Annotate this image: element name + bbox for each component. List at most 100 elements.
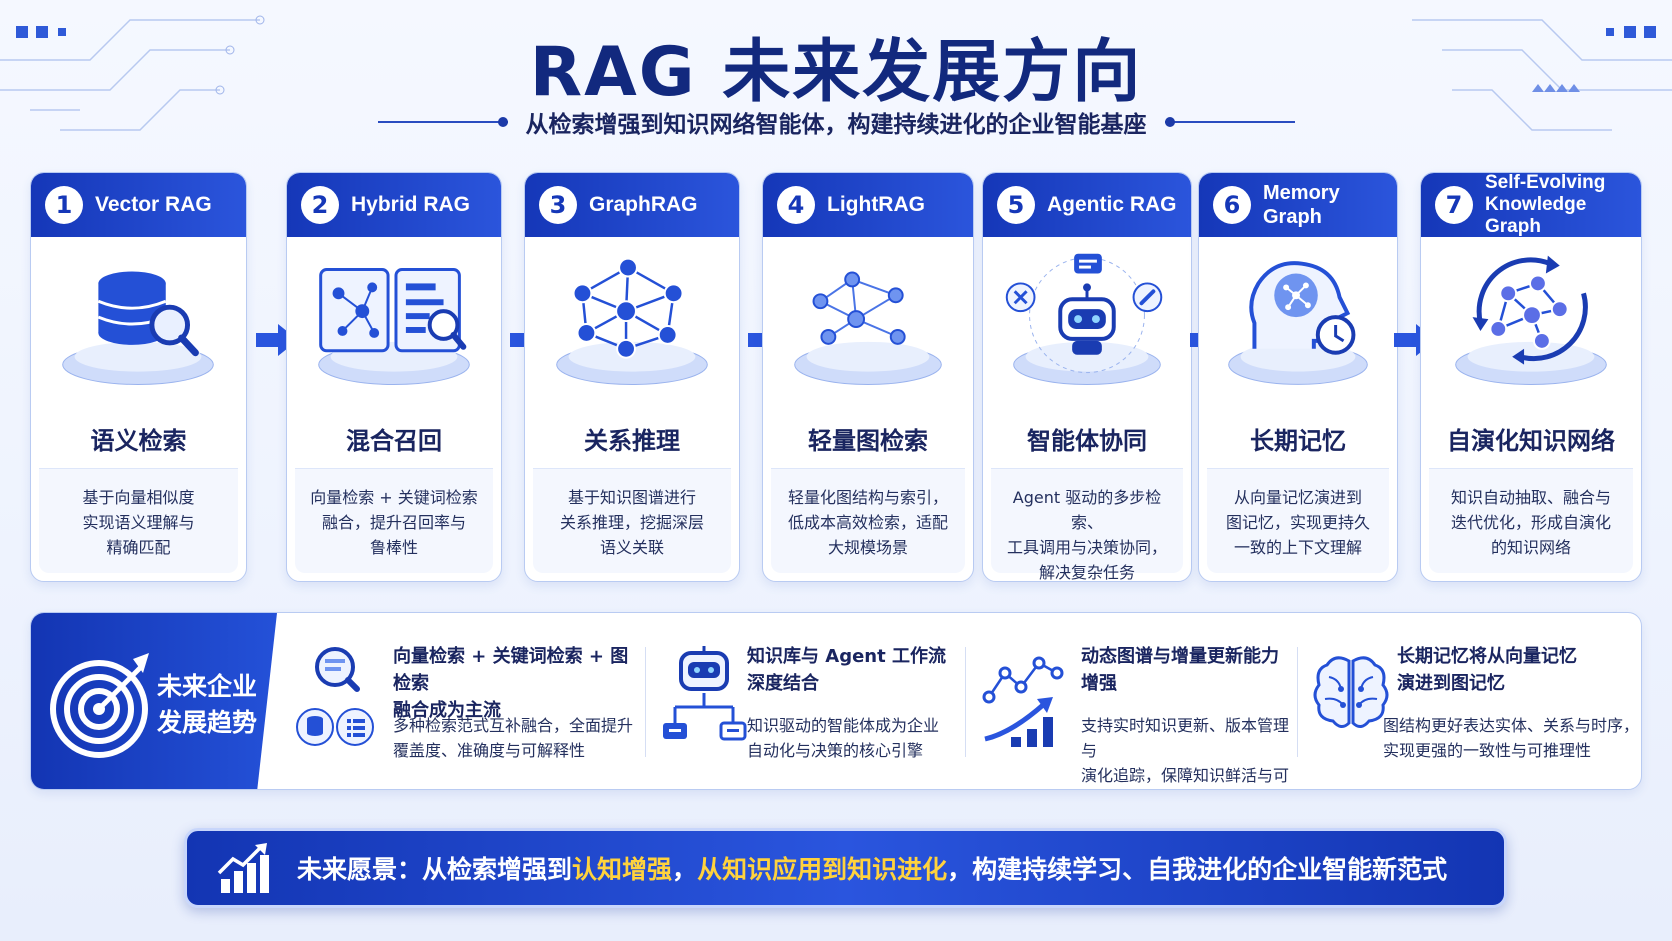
database-search-icon xyxy=(62,271,214,385)
trend-title-line: 深度结合 xyxy=(747,673,819,694)
vision-part: 从检索增强到 xyxy=(422,855,573,884)
card-description: 轻量化图结构与索引， 低成本高效检索，适配 大规模场景 xyxy=(771,468,965,573)
card-description: 知识自动抽取、融合与 迭代优化，形成自演化 的知识网络 xyxy=(1429,468,1633,573)
card-lightrag: 4 LightRAG 轻量图检索 轻量化图结构与索引， 低成本高效检索，适配 大… xyxy=(762,172,974,582)
trend-desc-line: 实现更强的一致性与可推理性 xyxy=(1383,741,1592,760)
card-description: 基于向量相似度 实现语义理解与 精确匹配 xyxy=(39,468,238,573)
growth-graph-icon xyxy=(982,656,1064,747)
trend-title-line: 向量检索 + 关键词检索 + 图检索 xyxy=(393,646,629,694)
card-header: 3 GraphRAG xyxy=(525,173,739,237)
card-description: 向量检索 + 关键词检索 融合，提升召回率与 鲁棒性 xyxy=(295,468,493,573)
card-description: 从向量记忆演进到 图记忆，实现更持久 一致的上下文理解 xyxy=(1207,468,1389,573)
card-header: 4 LightRAG xyxy=(763,173,973,237)
desc-line: 实现语义理解与 xyxy=(82,513,195,532)
desc-line: 融合，提升召回率与 xyxy=(321,513,466,532)
trend-divider xyxy=(965,647,966,757)
trend-title-line: 动态图谱与增量更新能力增强 xyxy=(1081,646,1279,694)
trend-item-agent: 知识库与 Agent 工作流 深度结合 知识驱动的智能体成为企业 自动化与决策的… xyxy=(661,613,961,789)
card-title-line: Knowledge Graph xyxy=(1485,194,1587,237)
future-trends-panel: 未来企业 发展趋势 向量检索 + 关键词检索 + 图检索 融合成为主流 多种检索… xyxy=(30,612,1642,790)
desc-line: 轻量化图结构与索引， xyxy=(787,488,948,507)
desc-line: 语义关联 xyxy=(599,538,664,557)
desc-line: 图记忆，实现更持久 xyxy=(1225,513,1370,532)
trend-item-fusion: 向量检索 + 关键词检索 + 图检索 融合成为主流 多种检索范式互补融合，全面提… xyxy=(293,613,641,789)
card-memory-graph: 6 Memory Graph 长期记忆 从向量记忆演进到 图记忆，实现更持久 一… xyxy=(1198,172,1398,582)
step-number: 1 xyxy=(45,186,83,224)
memory-head-icon xyxy=(1228,261,1368,385)
evolution-cards: 1 Vector RAG 语义检索 基于向量相似度 实现语义理解与 精确匹配 2… xyxy=(30,172,1642,582)
desc-line: Agent 驱动的多步检索、 xyxy=(1012,488,1162,532)
card-self-evolving-kg: 7 Self-Evolving Knowledge Graph 自演化知识网 xyxy=(1420,172,1642,582)
trend-description: 知识驱动的智能体成为企业 自动化与决策的核心引擎 xyxy=(747,713,939,763)
vision-highlight: 认知增强 xyxy=(572,855,673,884)
card-title: GraphRAG xyxy=(589,193,698,216)
card-header: 5 Agentic RAG xyxy=(983,173,1191,237)
trend-desc-line: 演化追踪，保障知识鲜活与可靠 xyxy=(1081,766,1290,785)
trend-description: 图结构更好表达实体、关系与时序， 实现更强的一致性与可推理性 xyxy=(1383,713,1639,763)
trends-label-line: 发展趋势 xyxy=(157,708,258,737)
subtitle-line-left xyxy=(377,117,508,127)
card-description: 基于知识图谱进行 关系推理，挖掘深层 语义关联 xyxy=(533,468,731,573)
desc-line: 大规模场景 xyxy=(827,538,908,557)
desc-line: 鲁棒性 xyxy=(369,538,418,557)
card-vector-rag: 1 Vector RAG 语义检索 基于向量相似度 实现语义理解与 精确匹配 xyxy=(30,172,247,582)
desc-line: 迭代优化，形成自演化 xyxy=(1450,513,1611,532)
brain-icon xyxy=(1313,656,1389,728)
card-header: 7 Self-Evolving Knowledge Graph xyxy=(1421,173,1641,237)
card-description: Agent 驱动的多步检索、 工具调用与决策协同， 解决复杂任务 xyxy=(991,468,1183,581)
desc-line: 向量检索 + 关键词检索 xyxy=(310,488,478,507)
desc-line: 从向量记忆演进到 xyxy=(1233,488,1362,507)
page-title: RAG 未来发展方向 xyxy=(529,33,1143,112)
robot-workflow-icon xyxy=(663,646,747,741)
card-title: Self-Evolving Knowledge Graph xyxy=(1485,172,1641,238)
trend-desc-line: 覆盖度、准确度与可解释性 xyxy=(393,741,586,760)
subtitle: 从检索增强到知识网络智能体，构建持续进化的企业智能基座 xyxy=(525,112,1147,138)
trend-divider xyxy=(645,647,646,757)
subtitle-line-right xyxy=(1164,117,1295,127)
circuit-decoration-left xyxy=(0,15,265,131)
trend-desc-line: 自动化与决策的核心引擎 xyxy=(747,741,924,760)
vision-prefix: 未来愿景： xyxy=(297,855,423,884)
card-hybrid-rag: 2 Hybrid RAG 混合召回 向量检索 + 关键词检索 融合，提升召回率与… xyxy=(286,172,502,582)
card-name: 智能体协同 xyxy=(1027,427,1147,455)
desc-line: 基于知识图谱进行 xyxy=(567,488,696,507)
trend-title: 动态图谱与增量更新能力增强 xyxy=(1081,643,1291,697)
trend-title-line: 长期记忆将从向量记忆 xyxy=(1397,646,1577,667)
step-number: 2 xyxy=(301,186,339,224)
card-header: 2 Hybrid RAG xyxy=(287,173,501,237)
circuit-decoration-right xyxy=(1412,19,1672,131)
trend-item-dynamic-graph: 动态图谱与增量更新能力增强 支持实时知识更新、版本管理与 演化追踪，保障知识鲜活… xyxy=(981,613,1291,789)
step-number: 7 xyxy=(1435,186,1473,224)
desc-line: 一致的上下文理解 xyxy=(1233,538,1362,557)
step-number: 3 xyxy=(539,186,577,224)
trend-title-line: 知识库与 Agent 工作流 xyxy=(747,646,946,667)
desc-line: 工具调用与决策协同， xyxy=(1006,538,1167,557)
light-graph-icon xyxy=(794,271,942,385)
trend-desc-line: 支持实时知识更新、版本管理与 xyxy=(1081,716,1290,760)
desc-line: 的知识网络 xyxy=(1490,538,1571,557)
card-name: 轻量图检索 xyxy=(808,427,928,455)
subtitle-bar: 从检索增强到知识网络智能体，构建持续进化的企业智能基座 xyxy=(0,104,1672,140)
desc-line: 知识自动抽取、融合与 xyxy=(1450,488,1611,507)
card-name: 混合召回 xyxy=(346,427,442,455)
step-number: 5 xyxy=(997,186,1035,224)
card-title: LightRAG xyxy=(827,193,925,216)
card-title: Hybrid RAG xyxy=(351,193,471,216)
trend-desc-line: 知识驱动的智能体成为企业 xyxy=(747,716,940,735)
card-name: 关系推理 xyxy=(584,427,680,455)
card-title: Vector RAG xyxy=(95,193,212,216)
vision-separator: ， xyxy=(672,855,698,884)
trends-label-line: 未来企业 xyxy=(157,672,258,701)
trend-item-graph-memory: 长期记忆将从向量记忆 演进到图记忆 图结构更好表达实体、关系与时序， 实现更强的… xyxy=(1311,613,1641,789)
trend-title: 长期记忆将从向量记忆 演进到图记忆 xyxy=(1397,643,1577,697)
card-title-line: Self-Evolving xyxy=(1485,172,1606,193)
trend-title: 知识库与 Agent 工作流 深度结合 xyxy=(747,643,946,697)
card-title: Memory Graph xyxy=(1263,182,1340,228)
vision-suffix: ，构建持续学习、自我进化的企业智能新范式 xyxy=(947,855,1448,884)
target-icon xyxy=(50,653,149,758)
vision-banner: 未来愿景： 从检索增强到 认知增强 ， 从知识应用到知识进化 ，构建持续学习、自… xyxy=(184,828,1507,908)
card-title: Agentic RAG xyxy=(1047,193,1177,216)
trend-desc-line: 多种检索范式互补融合，全面提升 xyxy=(393,716,634,735)
trend-desc-line: 图结构更好表达实体、关系与时序， xyxy=(1383,716,1640,735)
card-name: 自演化知识网络 xyxy=(1447,427,1615,455)
